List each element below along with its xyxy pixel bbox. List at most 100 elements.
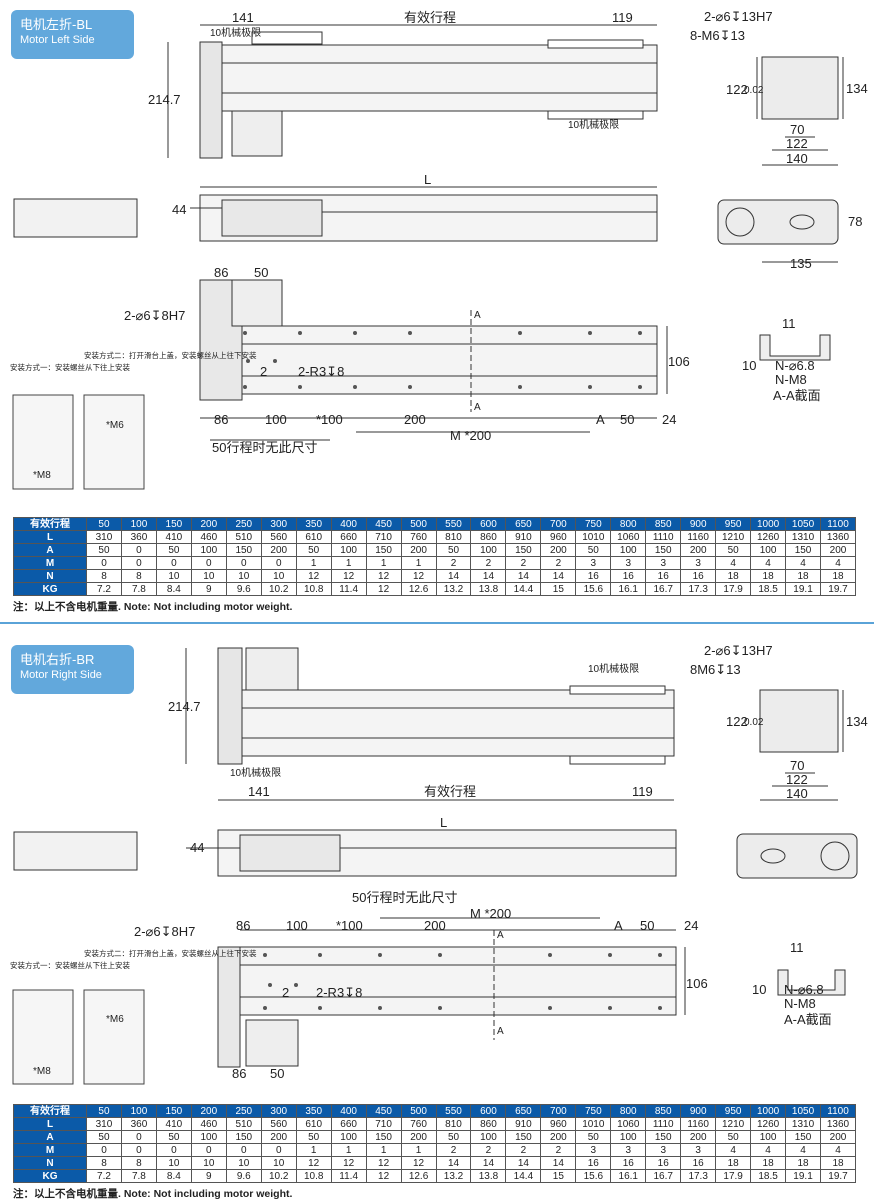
table-cell: 10 [155,1156,192,1170]
mount-sketch-2 [83,394,145,490]
table-cell: 1160 [680,1117,717,1131]
limit-label-top: 10机械极限 [588,662,639,675]
table-cell: 150 [785,1130,822,1144]
dim-106: 106 [686,976,708,991]
table-cell: 50 [86,1130,122,1144]
table-cell: 50 [575,1130,612,1144]
table-cell: 100 [190,1130,227,1144]
table-cell: 760 [400,1117,437,1131]
table-cell: 1160 [680,530,717,544]
table-cell: 460 [190,530,227,544]
table-cell: 14.4 [505,1169,542,1183]
table-cell: 11.4 [330,1169,367,1183]
stroke-header: 250 [225,1104,262,1118]
dim-100: 100 [286,918,308,933]
table-cell: 10 [260,569,297,583]
section-badge-bl: 电机左折-BL Motor Left Side [11,10,134,59]
table-cell: 2 [505,1143,542,1157]
table-cell: 18 [750,1156,787,1170]
table-cell: 50 [295,1130,332,1144]
table-cell: 16.7 [645,1169,682,1183]
table-cell: 410 [155,1117,192,1131]
row-label: A [13,1130,87,1144]
table-cell: 13.2 [435,582,472,596]
stroke-header: 350 [295,1104,332,1118]
table-cell: 0 [86,1143,122,1157]
dim-78: 78 [848,214,862,229]
dim-134: 134 [846,81,868,96]
table-cell: 910 [505,530,542,544]
table-cell: 100 [470,1130,507,1144]
table-cell: 3 [680,556,717,570]
table-cell: 0 [190,1143,227,1157]
table-cell: 0 [225,556,262,570]
section-badge-br: 电机右折-BR Motor Right Side [11,645,134,694]
stroke-header: 650 [505,517,542,531]
table-cell: 16.7 [645,582,682,596]
table-cell: 2 [435,1143,472,1157]
table-cell: 460 [190,1117,227,1131]
stroke-header: 800 [610,1104,647,1118]
row-label: N [13,569,87,583]
table-cell: 0 [155,1143,192,1157]
dim-effective-travel: 有效行程 [404,10,456,25]
stroke-header: 750 [575,517,612,531]
table-cell: 11.4 [330,582,367,596]
rail-body-bottom [241,325,658,395]
slot-r3: 2-R3↧8 [316,985,362,1000]
dim-44: 44 [190,840,204,855]
stroke-header: 50 [86,517,122,531]
table-cell: 0 [120,1130,157,1144]
section-title-en: Motor Left Side [20,34,95,46]
dim-2: 2 [260,364,267,379]
dim-214-7: 214.7 [168,699,201,714]
hole-spec-top: 2-⌀6↧13H7 [704,9,773,24]
table-cell: 200 [260,1130,297,1144]
limit-label-top: 10机械极限 [210,26,261,39]
table-cell: 12 [400,569,437,583]
table-cell: 810 [435,1117,472,1131]
table-cell: 9.6 [225,1169,262,1183]
table-cell: 200 [540,543,577,557]
stroke-header: 300 [260,1104,297,1118]
stroke-header: 500 [400,517,437,531]
table-cell: 14 [505,1156,542,1170]
table-cell: 200 [820,1130,856,1144]
table-cell: 17.9 [715,1169,752,1183]
row-label: L [13,1117,87,1131]
table-cell: 18 [785,1156,822,1170]
table-cell: 710 [365,530,402,544]
table-cell: 4 [785,1143,822,1157]
table-cell: 150 [225,543,262,557]
section-title-cn: 电机右折-BR [20,652,95,667]
sec-n-6-8: N-⌀6.8 [784,982,824,997]
m6-label: *M6 [106,1014,124,1025]
sec-n-m8: N-M8 [784,996,816,1011]
table-cell: 0 [86,556,122,570]
table-cell: 16 [610,569,647,583]
table-cell: 14 [505,569,542,583]
table-cell: 1310 [785,530,822,544]
rail-body-top [221,44,658,112]
hole-spec-m6: 8M6↧13 [690,662,741,677]
table-cell: 1 [365,556,402,570]
dim-141: 141 [232,10,254,25]
table-cell: 4 [820,556,856,570]
table-cell: 200 [680,1130,717,1144]
table-cell: 10.2 [260,582,297,596]
table-cell: 15.6 [575,1169,612,1183]
stroke-header: 900 [680,1104,717,1118]
table-cell: 200 [260,543,297,557]
table-cell: 4 [715,556,752,570]
stroke-header: 750 [575,1104,612,1118]
sec-dim-10: 10 [752,982,766,997]
table-cell: 50 [295,543,332,557]
dim-135: 135 [790,256,812,271]
